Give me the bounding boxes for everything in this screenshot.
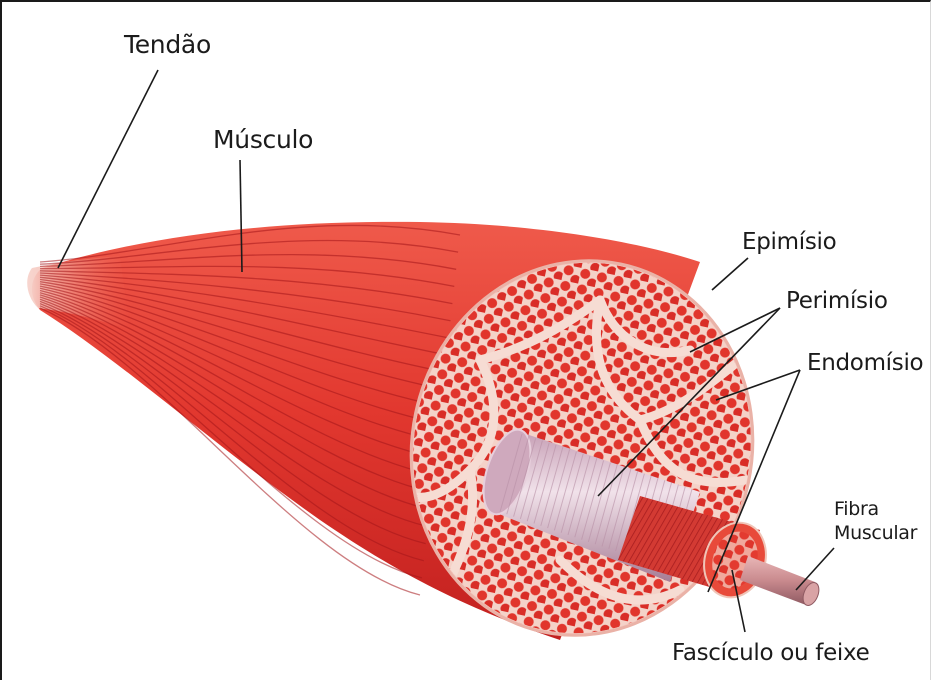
tendon-label: Tendão: [124, 30, 211, 59]
perimysium-label: Perimísio: [786, 288, 888, 314]
fiber-label-line1: Fibra: [834, 498, 879, 521]
epimysium-leader: [712, 258, 748, 290]
muscle-fiber: [740, 556, 822, 608]
fascicle-label: Fascículo ou feixe: [672, 640, 869, 666]
tendon-leader: [58, 70, 158, 268]
endomysium-label: Endomísio: [807, 350, 923, 376]
epimysium-label: Epimísio: [742, 229, 836, 255]
fiber-label-line2: Muscular: [834, 522, 917, 545]
muscle-label: Músculo: [213, 125, 313, 154]
